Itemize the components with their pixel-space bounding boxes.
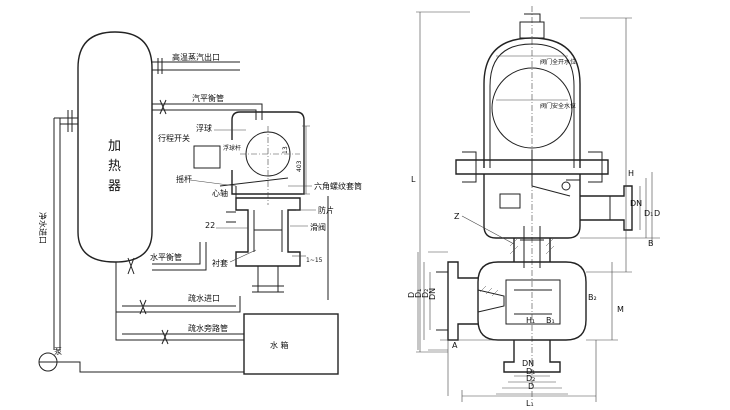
A-label: A xyxy=(452,341,458,350)
fulcrum-label: 心轴 xyxy=(212,188,228,198)
HA-label: H₁ xyxy=(526,316,535,325)
water-tank xyxy=(243,313,339,375)
float-chamber xyxy=(231,111,305,195)
bottom-D1-label: D₁ xyxy=(526,367,535,376)
left-D1-label: D₁ xyxy=(414,289,423,298)
heater-label-2: 热 xyxy=(108,159,121,174)
flow-valve-label: 滑阀 xyxy=(310,222,326,232)
travel-switch-label: 行程开关 xyxy=(158,133,190,143)
valve-body xyxy=(235,197,301,267)
heater-vessel xyxy=(77,31,153,263)
B-label: B xyxy=(648,239,654,248)
H-label: H xyxy=(628,169,634,178)
float-label: 浮球 xyxy=(196,123,212,133)
left-D2-label: D₂ xyxy=(421,289,430,298)
num-1-15-label: 1~15 xyxy=(306,257,323,264)
B1-label: B₁ xyxy=(546,316,555,325)
heater-label-1: 加 xyxy=(108,139,121,154)
water-balance-label: 水平衡管 xyxy=(150,252,182,262)
vapor-balance-label: 汽平衡管 xyxy=(192,93,224,103)
B2-label: B₂ xyxy=(588,293,597,302)
float-ball-section xyxy=(491,67,573,149)
hex-bushing-label: 六角螺纹套筒 xyxy=(314,181,362,191)
drain-inlet-label: 疏水进口 xyxy=(188,293,220,303)
safe-level-label: 阀门安全水位 xyxy=(540,102,576,110)
float-arm-label: 浮球杆 xyxy=(223,144,241,152)
num-22-label: 22 xyxy=(205,221,215,230)
left-DN-label: DN xyxy=(428,288,437,300)
L-label: L xyxy=(411,175,416,184)
pump-label: 泵 xyxy=(54,347,62,356)
trap-section-drawing: 阀门全开水位 阀门安全水位 DN D₁ D B Z D D₁ D₂ xyxy=(407,6,660,408)
dim-403: 403 xyxy=(296,160,303,172)
heater-system-schematic: 加 热 器 高温蒸汽出口 汽平衡管 403 13 浮球 行程开关 浮球杆 摇杆 … xyxy=(38,31,362,375)
right-D1-label: D₁ xyxy=(644,209,653,218)
M-label: M xyxy=(617,305,624,314)
right-D-label: D xyxy=(654,209,660,218)
bottom-D-label: D xyxy=(528,382,534,391)
travel-switch-box xyxy=(193,145,221,169)
left-D-label: D xyxy=(407,292,416,298)
Z-label: Z xyxy=(454,212,460,221)
lower-chamber xyxy=(483,174,581,239)
bottom-DN-label: DN xyxy=(522,359,534,368)
steam-outlet-label: 高温蒸汽出口 xyxy=(172,52,220,62)
drain-bypass-label: 疏水旁路管 xyxy=(188,323,228,333)
L1-label: L₁ xyxy=(526,399,534,408)
full-open-label: 阀门全开水位 xyxy=(540,58,576,66)
heater-label-3: 器 xyxy=(108,179,121,194)
valve-body-section xyxy=(477,261,587,341)
water-tank-label: 水 箱 xyxy=(270,340,289,350)
bottom-D2-label: D₂ xyxy=(526,374,535,383)
dim-13: 13 xyxy=(282,146,289,154)
baffle-label: 防片 xyxy=(318,205,334,215)
liner-label: 衬套 xyxy=(212,258,228,268)
lever-label: 摇杆 xyxy=(176,174,192,184)
right-DN-label: DN xyxy=(630,199,642,208)
clean-water-inlet-label: 净水进口 xyxy=(38,212,48,244)
